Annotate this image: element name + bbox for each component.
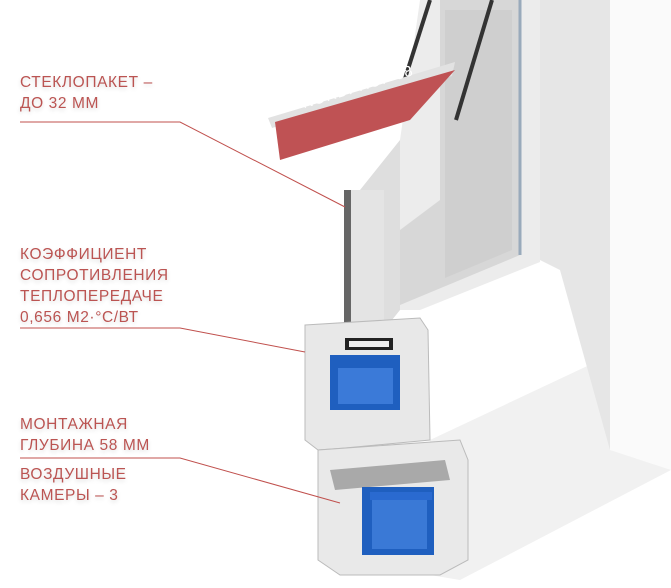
leader-line-glass xyxy=(20,121,346,208)
badge-background xyxy=(275,70,455,160)
label-line: ДО 32 ММ xyxy=(20,95,100,112)
leader-line-coefficient xyxy=(20,327,306,353)
label-line: СОПРОТИВЛЕНИЯ xyxy=(20,267,169,284)
label-mounting-depth: МОНТАЖНАЯ ГЛУБИНА 58 ММ xyxy=(20,414,150,456)
label-line: ВОЗДУШНЫЕ xyxy=(20,466,127,483)
label-glass-unit: СТЕКЛОПАКЕТ – ДО 32 ММ xyxy=(20,72,153,114)
label-line: 0,656 М2·°С/ВТ xyxy=(20,309,139,326)
frame-bevel xyxy=(540,0,610,450)
label-line: КАМЕРЫ – 3 xyxy=(20,487,119,504)
label-line: ГЛУБИНА 58 ММ xyxy=(20,437,150,454)
glass-sheet-outer xyxy=(344,190,351,335)
leader-line-depth xyxy=(20,457,341,504)
label-line: ТЕПЛОПЕРЕДАЧЕ xyxy=(20,288,164,305)
glass-inner xyxy=(445,10,512,278)
label-air-chambers: ВОЗДУШНЫЕ КАМЕРЫ – 3 xyxy=(20,464,127,506)
label-line: МОНТАЖНАЯ xyxy=(20,416,128,433)
label-line: СТЕКЛОПАКЕТ – xyxy=(20,74,153,91)
label-heat-coefficient: КОЭФФИЦИЕНТ СОПРОТИВЛЕНИЯ ТЕПЛОПЕРЕДАЧЕ … xyxy=(20,244,169,328)
label-line: КОЭФФИЦИЕНТ xyxy=(20,246,147,263)
frame-face xyxy=(610,0,671,470)
